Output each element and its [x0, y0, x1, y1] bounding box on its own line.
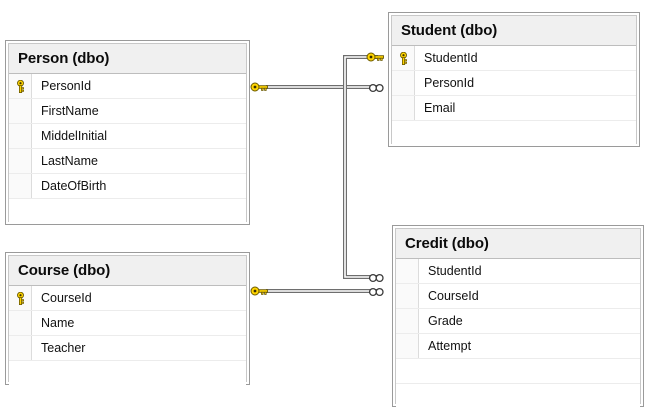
field-row-empty[interactable] [396, 384, 640, 409]
field-row[interactable]: LastName [9, 149, 246, 174]
field-name: StudentId [428, 264, 482, 278]
field-row[interactable]: Attempt [396, 334, 640, 359]
field-row[interactable]: Grade [396, 309, 640, 334]
field-name: Name [41, 316, 75, 330]
entity-header-person[interactable]: Person (dbo) [9, 44, 246, 74]
field-row[interactable]: StudentId [396, 259, 640, 284]
field-key-cell [396, 284, 418, 308]
field-key-cell-empty [392, 121, 414, 146]
field-key-cell [392, 71, 414, 95]
field-row[interactable]: CourseId [9, 286, 246, 311]
primary-key-icon [16, 79, 24, 93]
field-row[interactable]: StudentId [392, 46, 636, 71]
entity-header-credit[interactable]: Credit (dbo) [396, 229, 640, 259]
field-row[interactable]: PersonId [392, 71, 636, 96]
field-key-cell [9, 286, 31, 310]
field-name: Email [424, 101, 456, 115]
field-name: DateOfBirth [41, 179, 107, 193]
entity-header-course[interactable]: Course (dbo) [9, 256, 246, 286]
field-row[interactable]: PersonId [9, 74, 246, 99]
field-row[interactable]: Teacher [9, 336, 246, 361]
field-row[interactable]: DateOfBirth [9, 174, 246, 199]
field-key-cell [396, 259, 418, 283]
field-name: CourseId [41, 291, 92, 305]
field-key-cell-empty [9, 361, 31, 386]
field-name: StudentId [424, 51, 478, 65]
field-name: CourseId [428, 289, 479, 303]
field-key-cell [392, 46, 414, 70]
field-row-empty[interactable] [396, 359, 640, 384]
field-key-cell [9, 311, 31, 335]
field-row-empty[interactable] [9, 361, 246, 386]
entity-header-student[interactable]: Student (dbo) [392, 16, 636, 46]
field-key-cell [392, 96, 414, 120]
field-row-empty[interactable] [392, 121, 636, 146]
field-key-cell-empty [9, 199, 31, 224]
field-row[interactable]: FirstName [9, 99, 246, 124]
field-key-cell-empty [396, 359, 418, 383]
field-key-cell [9, 99, 31, 123]
field-name: LastName [41, 154, 98, 168]
field-name: Grade [428, 314, 463, 328]
field-key-cell [9, 336, 31, 360]
field-key-cell-empty [396, 384, 418, 409]
key-gutter-divider [414, 46, 415, 146]
field-name: MiddelInitial [41, 129, 108, 143]
field-key-cell [9, 174, 31, 198]
primary-key-icon [399, 51, 407, 65]
entity-title: Student (dbo) [401, 22, 498, 39]
field-row-empty[interactable] [9, 199, 246, 224]
field-name: Teacher [41, 341, 86, 355]
field-name: FirstName [41, 104, 99, 118]
relationship-line-fk-student-credit[interactable] [344, 56, 378, 278]
primary-key-icon [16, 291, 24, 305]
key-gutter-divider [418, 259, 419, 409]
field-row[interactable]: CourseId [396, 284, 640, 309]
key-gutter-divider [31, 74, 32, 224]
field-name: PersonId [424, 76, 475, 90]
field-key-cell [9, 149, 31, 173]
field-key-cell [9, 74, 31, 98]
entity-title: Credit (dbo) [405, 235, 489, 252]
entity-title: Course (dbo) [18, 262, 111, 279]
field-key-cell [396, 309, 418, 333]
field-key-cell [9, 124, 31, 148]
relationship-line-outer-fk-student-credit [343, 55, 378, 279]
field-key-cell [396, 334, 418, 358]
field-name: PersonId [41, 79, 92, 93]
entity-title: Person (dbo) [18, 50, 110, 67]
key-gutter-divider [31, 286, 32, 386]
field-name: Attempt [428, 339, 472, 353]
field-row[interactable]: MiddelInitial [9, 124, 246, 149]
field-row[interactable]: Email [392, 96, 636, 121]
field-row[interactable]: Name [9, 311, 246, 336]
